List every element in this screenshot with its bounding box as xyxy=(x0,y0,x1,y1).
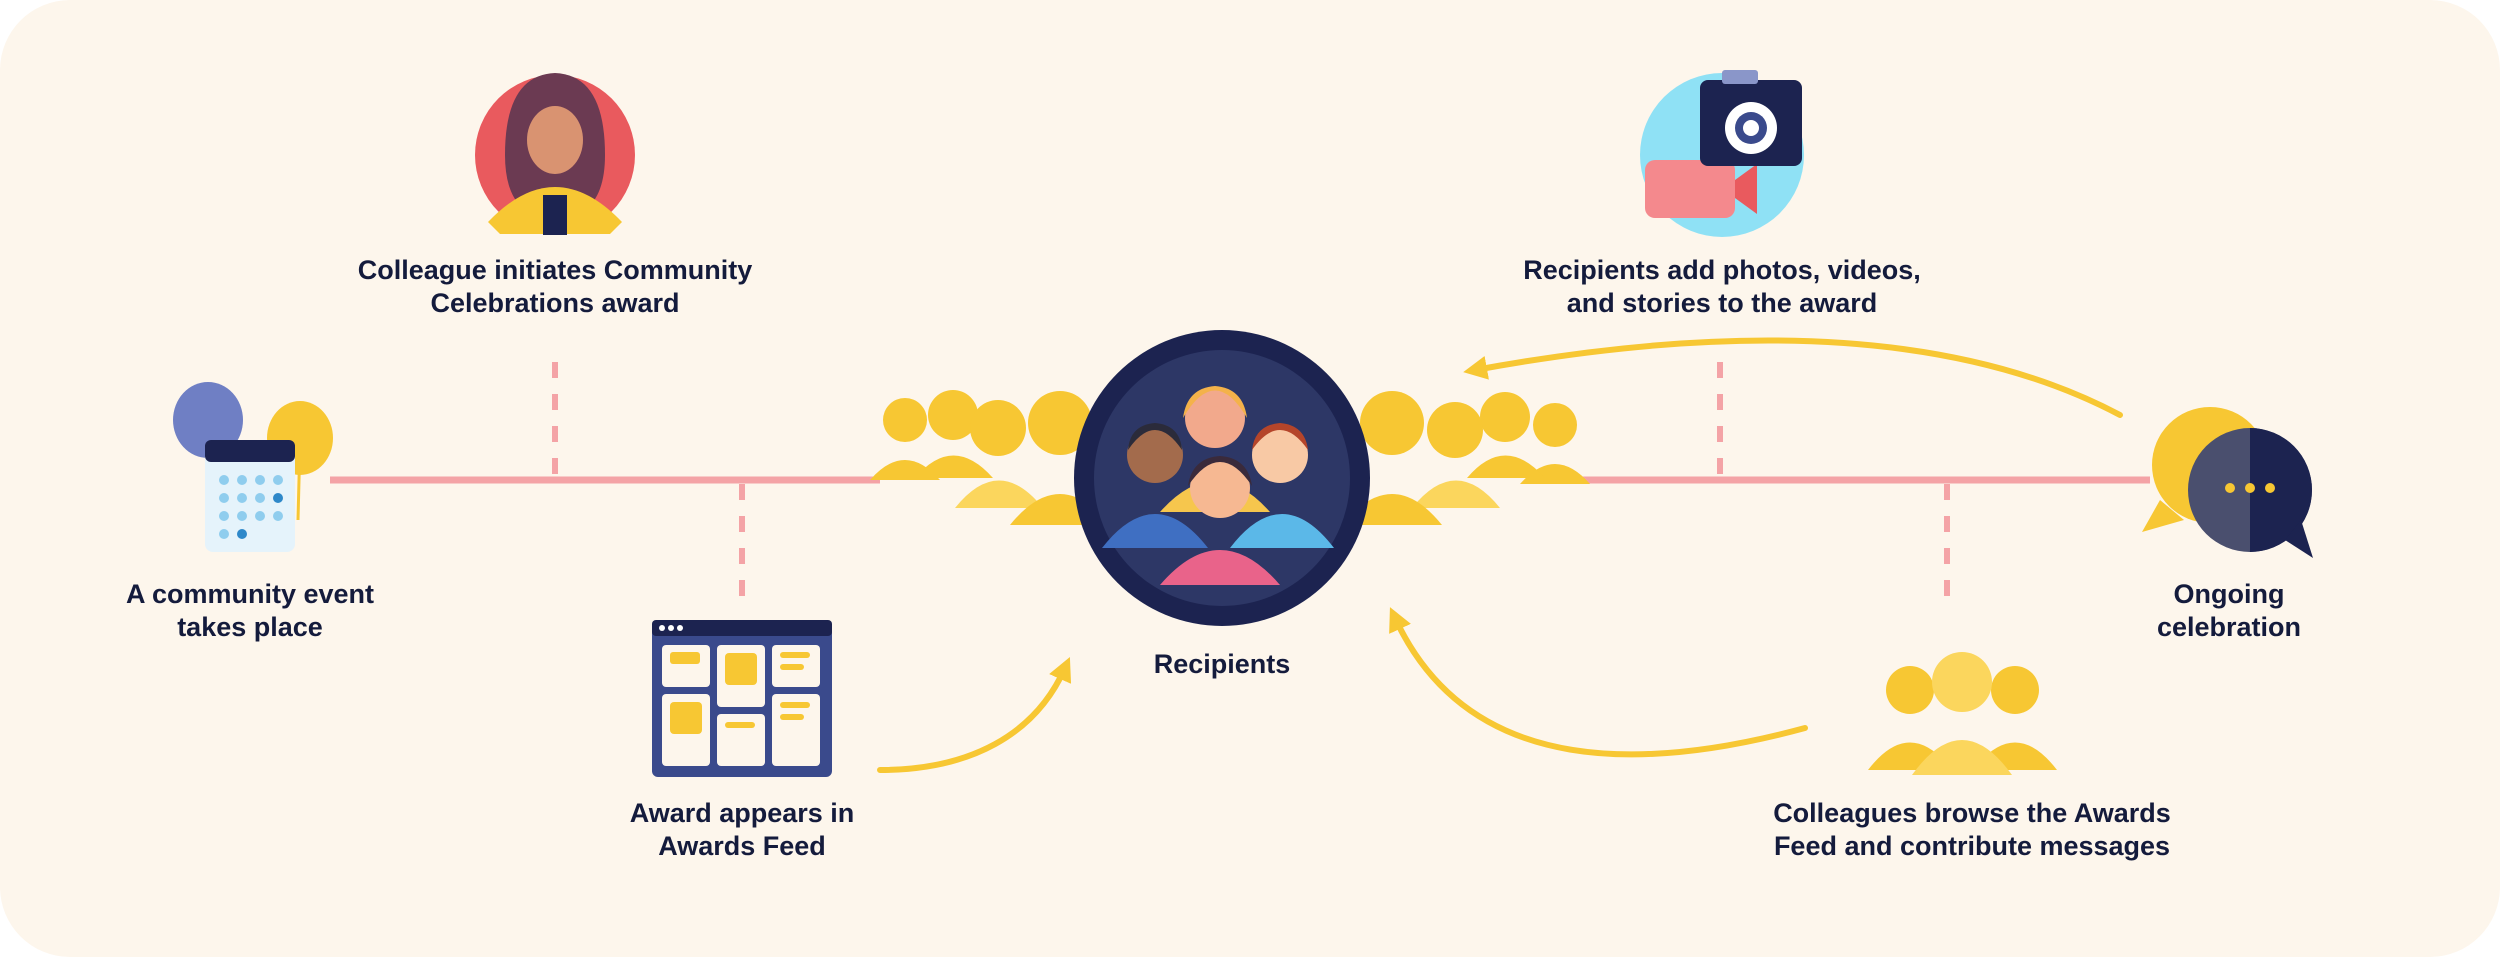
label-line: Award appears in xyxy=(629,798,855,828)
label-line: Colleagues browse the Awards xyxy=(1773,798,2171,828)
label-award-feed: Award appears in Awards Feed xyxy=(592,797,892,863)
label-line: Colleague initiates Community xyxy=(357,255,753,285)
label-line: celebration xyxy=(2156,612,2302,642)
label-line: A community event xyxy=(125,579,375,609)
label-line: Recipients xyxy=(1153,649,1291,679)
label-ongoing: Ongoing celebration xyxy=(2129,578,2329,644)
label-recipients: Recipients xyxy=(1072,648,1372,681)
label-colleagues-browse: Colleagues browse the Awards Feed and co… xyxy=(1747,797,2197,863)
label-colleague-initiates: Colleague initiates Community Celebratio… xyxy=(330,254,780,320)
label-community-event: A community event takes place xyxy=(100,578,400,644)
label-recipients-add: Recipients add photos, videos, and stori… xyxy=(1497,254,1947,320)
recipients-group-icon xyxy=(1074,330,1370,626)
colleagues-group-icon xyxy=(1868,652,2057,775)
label-line: Ongoing xyxy=(2173,579,2285,609)
balloon-calendar-icon xyxy=(173,382,333,552)
arrow-browse-to-recipients xyxy=(1389,607,1808,758)
label-line: and stories to the award xyxy=(1566,288,1878,318)
colleague-avatar-icon xyxy=(475,73,635,235)
crowd-right-icon xyxy=(1342,391,1590,525)
arrow-feed-to-recipients xyxy=(877,657,1072,773)
label-line: Awards Feed xyxy=(658,831,826,861)
arrow-ongoing-to-recipients-add xyxy=(1463,337,2123,418)
label-line: takes place xyxy=(177,612,323,642)
crowd-left-icon xyxy=(870,390,1110,525)
label-line: Recipients add photos, videos, xyxy=(1523,255,1921,285)
label-line: Celebrations award xyxy=(430,288,680,318)
awards-feed-icon xyxy=(652,620,832,777)
label-line: Feed and contribute messages xyxy=(1773,831,2171,861)
chat-bubbles-icon xyxy=(2142,407,2313,558)
camera-icon xyxy=(1640,70,1804,237)
